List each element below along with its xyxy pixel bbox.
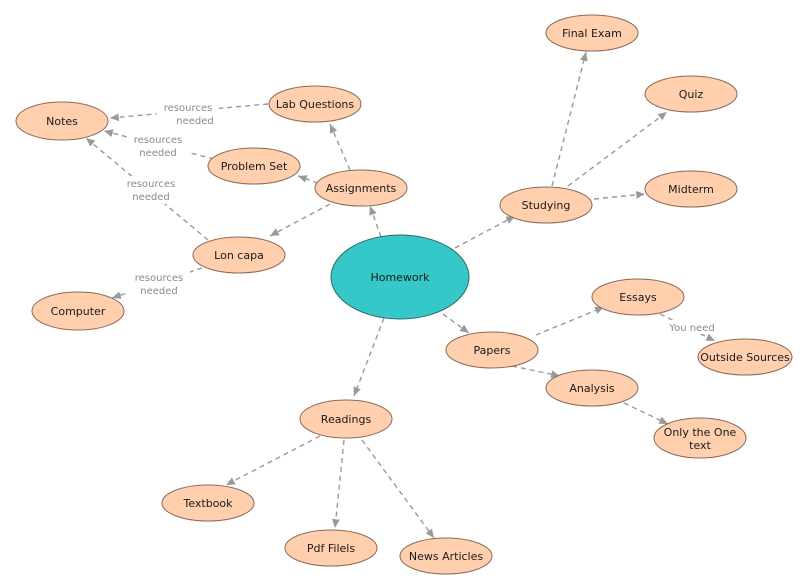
edge-label-loncapa-computer-2: needed bbox=[140, 286, 178, 297]
edge-label-problem-notes-1: resources bbox=[134, 135, 182, 146]
node-outside-sources[interactable]: Outside Sources bbox=[697, 338, 793, 376]
node-midterm[interactable]: Midterm bbox=[644, 170, 738, 208]
node-only-one-text[interactable]: Only the One text bbox=[653, 417, 747, 459]
node-analysis[interactable]: Analysis bbox=[545, 369, 639, 407]
node-homework[interactable]: Homework bbox=[330, 234, 470, 320]
node-label-computer: Computer bbox=[51, 305, 106, 318]
edge-label-lab-notes-1: resources bbox=[164, 103, 212, 114]
node-label-problem-set: Problem Set bbox=[221, 160, 288, 173]
edge-studying-quiz bbox=[567, 111, 668, 187]
node-label-pdf-files: Pdf Filels bbox=[307, 542, 355, 555]
node-label-midterm: Midterm bbox=[668, 183, 714, 196]
nodes: Final Exam Quiz Midterm Studying Essays … bbox=[15, 14, 793, 575]
node-label-news-articles: News Articles bbox=[409, 550, 484, 563]
node-label-lab-questions: Lab Questions bbox=[276, 98, 355, 111]
node-pdf-files[interactable]: Pdf Filels bbox=[284, 529, 378, 567]
edge-papers-essays bbox=[535, 306, 605, 336]
node-label-papers: Papers bbox=[474, 344, 511, 357]
edge-label-backgrounds bbox=[120, 100, 718, 334]
node-computer[interactable]: Computer bbox=[31, 291, 125, 331]
node-papers[interactable]: Papers bbox=[445, 331, 539, 369]
edge-label-loncapa-notes-2: needed bbox=[132, 192, 170, 203]
node-essays[interactable]: Essays bbox=[591, 278, 685, 316]
node-label-analysis: Analysis bbox=[569, 382, 615, 395]
edge-assignments-lon-capa bbox=[269, 203, 331, 237]
node-label-quiz: Quiz bbox=[679, 88, 704, 101]
node-label-only-one-text-2: text bbox=[689, 439, 711, 452]
edge-assignments-lab-questions bbox=[329, 123, 351, 171]
edge-readings-textbook bbox=[225, 435, 321, 486]
edge-studying-midterm bbox=[593, 190, 646, 200]
edge-label-problem-notes-2: needed bbox=[139, 148, 177, 159]
edge-label-loncapa-computer-1: resources bbox=[135, 273, 183, 284]
edge-homework-readings bbox=[353, 317, 385, 397]
node-notes[interactable]: Notes bbox=[15, 101, 109, 141]
edge-label-loncapa-notes-1: resources bbox=[127, 179, 175, 190]
edge-assignments-problem-set bbox=[297, 175, 319, 184]
node-label-outside-sources: Outside Sources bbox=[700, 351, 790, 364]
node-label-only-one-text-1: Only the One bbox=[664, 426, 737, 439]
node-studying[interactable]: Studying bbox=[499, 186, 593, 224]
node-label-lon-capa: Lon capa bbox=[214, 249, 264, 262]
edge-readings-pdf-files bbox=[331, 439, 345, 529]
edge-labels: resources needed resources needed resour… bbox=[127, 103, 715, 334]
edge-studying-final-exam bbox=[551, 51, 588, 187]
node-label-readings: Readings bbox=[321, 413, 372, 426]
edge-homework-papers bbox=[442, 313, 470, 334]
node-assignments[interactable]: Assignments bbox=[314, 169, 408, 207]
node-lab-questions[interactable]: Lab Questions bbox=[268, 85, 362, 123]
node-label-essays: Essays bbox=[619, 291, 657, 304]
node-news-articles[interactable]: News Articles bbox=[399, 537, 493, 575]
node-textbook[interactable]: Textbook bbox=[161, 484, 255, 522]
node-quiz[interactable]: Quiz bbox=[644, 75, 738, 113]
node-lon-capa[interactable]: Lon capa bbox=[192, 236, 286, 274]
node-readings[interactable]: Readings bbox=[299, 399, 393, 439]
node-final-exam[interactable]: Final Exam bbox=[545, 14, 639, 52]
node-label-studying: Studying bbox=[522, 199, 571, 212]
node-label-assignments: Assignments bbox=[326, 182, 397, 195]
edge-label-lab-notes-2: needed bbox=[176, 116, 214, 127]
edge-homework-assignments bbox=[369, 205, 382, 238]
edge-homework-studying bbox=[454, 215, 516, 249]
edge-label-essays-sources: You need bbox=[668, 323, 714, 334]
edge-readings-news-articles bbox=[361, 439, 435, 539]
node-problem-set[interactable]: Problem Set bbox=[207, 147, 301, 185]
node-label-final-exam: Final Exam bbox=[562, 27, 622, 40]
node-label-notes: Notes bbox=[46, 115, 78, 128]
edge-analysis-only-one-text bbox=[623, 402, 669, 425]
node-label-homework: Homework bbox=[370, 271, 430, 284]
edge-papers-analysis bbox=[511, 365, 561, 379]
node-label-textbook: Textbook bbox=[182, 497, 233, 510]
